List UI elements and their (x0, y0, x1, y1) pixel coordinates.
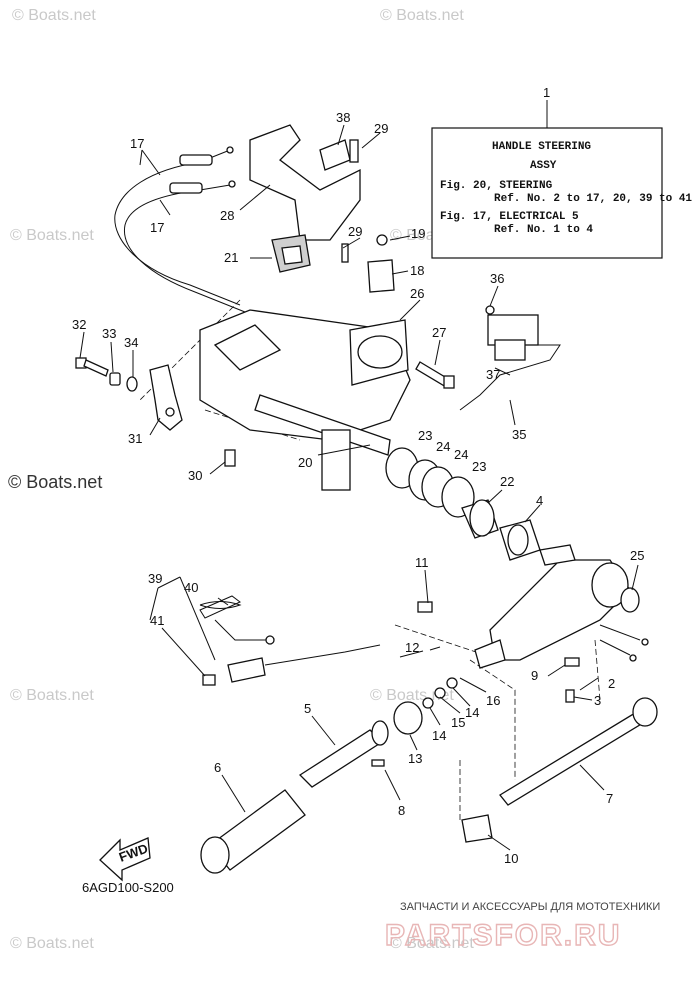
callout: 29 (374, 121, 388, 136)
callout: 7 (606, 791, 613, 806)
callout: 18 (410, 263, 424, 278)
cable-clamp (271, 234, 311, 273)
callout: 1 (543, 85, 550, 100)
info-box-ref2-parts: Ref. No. 1 to 4 (494, 224, 593, 236)
callout: 14 (432, 728, 446, 743)
callout: 14 (465, 705, 479, 720)
callout: 23 (418, 428, 432, 443)
small-fasteners-top (341, 234, 395, 293)
callout: 8 (398, 803, 405, 818)
callout: 20 (298, 455, 312, 470)
watermark: © Boats.net (10, 935, 94, 952)
callout: 41 (150, 613, 164, 628)
callout: 11 (415, 555, 429, 570)
watermark: © Boats.net (370, 687, 454, 704)
callout: 26 (410, 286, 424, 301)
watermark: © Boats.net (390, 935, 474, 952)
info-box-subtitle: ASSY (530, 160, 557, 172)
callout: 33 (102, 326, 116, 341)
watermark: © Boats.net (10, 227, 94, 244)
callout-labels: 1 2 3 4 5 6 7 8 9 10 11 12 13 14 14 15 1… (72, 85, 644, 866)
partsfor-banner: ЗАПЧАСТИ И АКСЕССУАРЫ ДЛЯ МОТОТЕХНИКИ PA… (384, 901, 660, 953)
leader-lines (79, 124, 639, 851)
callout: 27 (432, 325, 446, 340)
callout: 6 (214, 760, 221, 775)
callout: 12 (405, 640, 419, 655)
callout: 2 (608, 676, 615, 691)
callout: 13 (408, 751, 422, 766)
callout: 24 (454, 447, 468, 462)
info-box-ref1-fig: Fig. 20, STEERING (440, 180, 553, 192)
callout: 31 (128, 431, 142, 446)
watermark-prominent: © Boats.net (8, 472, 102, 492)
callout: 30 (188, 468, 202, 483)
watermark: © Boats.net (10, 687, 94, 704)
callout: 17 (150, 220, 164, 235)
callout: 3 (594, 693, 601, 708)
callout: 36 (490, 271, 504, 286)
callout: 21 (224, 250, 238, 265)
callout: 38 (336, 110, 350, 125)
banner-logo: PARTSFOR.RU (385, 919, 621, 952)
watermark: © Boats.net (12, 7, 96, 24)
banner-tagline: ЗАПЧАСТИ И АКСЕССУАРЫ ДЛЯ МОТОТЕХНИКИ (400, 901, 660, 913)
callout: 9 (531, 668, 538, 683)
callout: 4 (536, 493, 543, 508)
throttle-rod (461, 697, 658, 843)
callout: 19 (411, 226, 425, 241)
callout: 37 (486, 367, 500, 382)
callout: 32 (72, 317, 86, 332)
callout: 17 (130, 136, 144, 151)
info-box-title: HANDLE STEERING (492, 141, 591, 153)
steering-bracket-body (199, 309, 411, 491)
forward-arrow-icon: FWD (99, 837, 151, 882)
info-box-ref1-parts: Ref. No. 2 to 17, 20, 39 to 41 (494, 193, 692, 205)
neutral-switch (459, 305, 561, 411)
callout: 39 (148, 571, 162, 586)
bolt-27 (415, 361, 455, 389)
stopper-bracket (149, 364, 183, 431)
tiller-cables (564, 624, 649, 703)
bolt-washers-left (75, 357, 138, 392)
throttle-cables (114, 146, 246, 313)
callout: 5 (304, 701, 311, 716)
callout: 22 (500, 474, 514, 489)
stop-switch-lanyard (199, 595, 433, 686)
watermark: © Boats.net (380, 7, 464, 24)
friction-rings (385, 447, 541, 561)
callout: 24 (436, 439, 450, 454)
screw-30 (224, 449, 236, 467)
diagram-code: 6AGD100-S200 (82, 880, 174, 895)
callout: 23 (472, 459, 486, 474)
callout: 40 (184, 580, 198, 595)
handle-bracket (249, 124, 361, 241)
callout: 28 (220, 208, 234, 223)
callout: 29 (348, 224, 362, 239)
assembly-info-box: HANDLE STEERING ASSY Fig. 20, STEERING R… (431, 100, 692, 259)
tiller-arm (474, 544, 640, 669)
callout: 15 (451, 715, 465, 730)
info-box-ref2-fig: Fig. 17, ELECTRICAL 5 (440, 211, 579, 223)
callout: 34 (124, 335, 138, 350)
callout: 10 (504, 851, 518, 866)
throttle-grip-assembly (200, 677, 458, 874)
callout: 35 (512, 427, 526, 442)
callout: 25 (630, 548, 644, 563)
callout: 16 (486, 693, 500, 708)
